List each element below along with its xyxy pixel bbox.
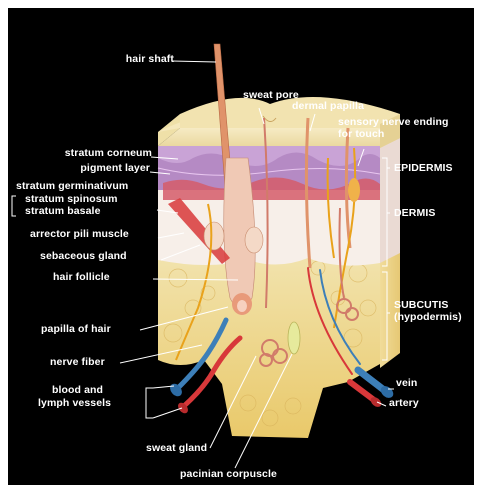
label-dermal-papilla: dermal papilla (292, 101, 364, 112)
label-subcutis: SUBCUTIS (394, 300, 448, 311)
label-epidermis: EPIDERMIS (394, 163, 453, 174)
label-stratum-basale: stratum basale (25, 206, 101, 217)
label-sweat-pore: sweat pore (243, 90, 299, 101)
label-nerve-fiber: nerve fiber (50, 357, 105, 368)
label-arrector-pili-muscle: arrector pili muscle (30, 229, 129, 240)
label-hair-shaft: hair shaft (90, 54, 174, 65)
label-sweat-gland: sweat gland (146, 443, 207, 454)
label-dermis: DERMIS (394, 208, 435, 219)
label-artery: artery (389, 398, 419, 409)
label-for-touch: for touch (338, 129, 384, 140)
label-stratum-germinativum: stratum germinativum (16, 181, 128, 192)
skin-diagram-canvas: hair shaft sweat pore dermal papilla sen… (8, 8, 474, 485)
label-papilla-of-hair: papilla of hair (41, 324, 111, 335)
skin-cross-section-illustration (8, 8, 474, 485)
label-stratum-corneum: stratum corneum (28, 148, 152, 159)
label-lymph-vessels: lymph vessels (38, 398, 111, 409)
label-pacinian-corpuscle: pacinian corpuscle (180, 469, 277, 480)
label-vein: vein (396, 378, 417, 389)
label-hair-follicle: hair follicle (53, 272, 110, 283)
label-pigment-layer: pigment layer (28, 163, 150, 174)
label-sebaceous-gland: sebaceous gland (40, 251, 127, 262)
touch-receptor-shape (348, 178, 360, 202)
label-sensory-nerve-ending: sensory nerve ending (338, 117, 449, 128)
label-stratum-spinosum: stratum spinosum (25, 194, 118, 205)
label-blood-and: blood and (52, 385, 103, 396)
pacinian-corpuscle-shape (288, 322, 300, 354)
label-hypodermis: (hypodermis) (394, 312, 462, 323)
